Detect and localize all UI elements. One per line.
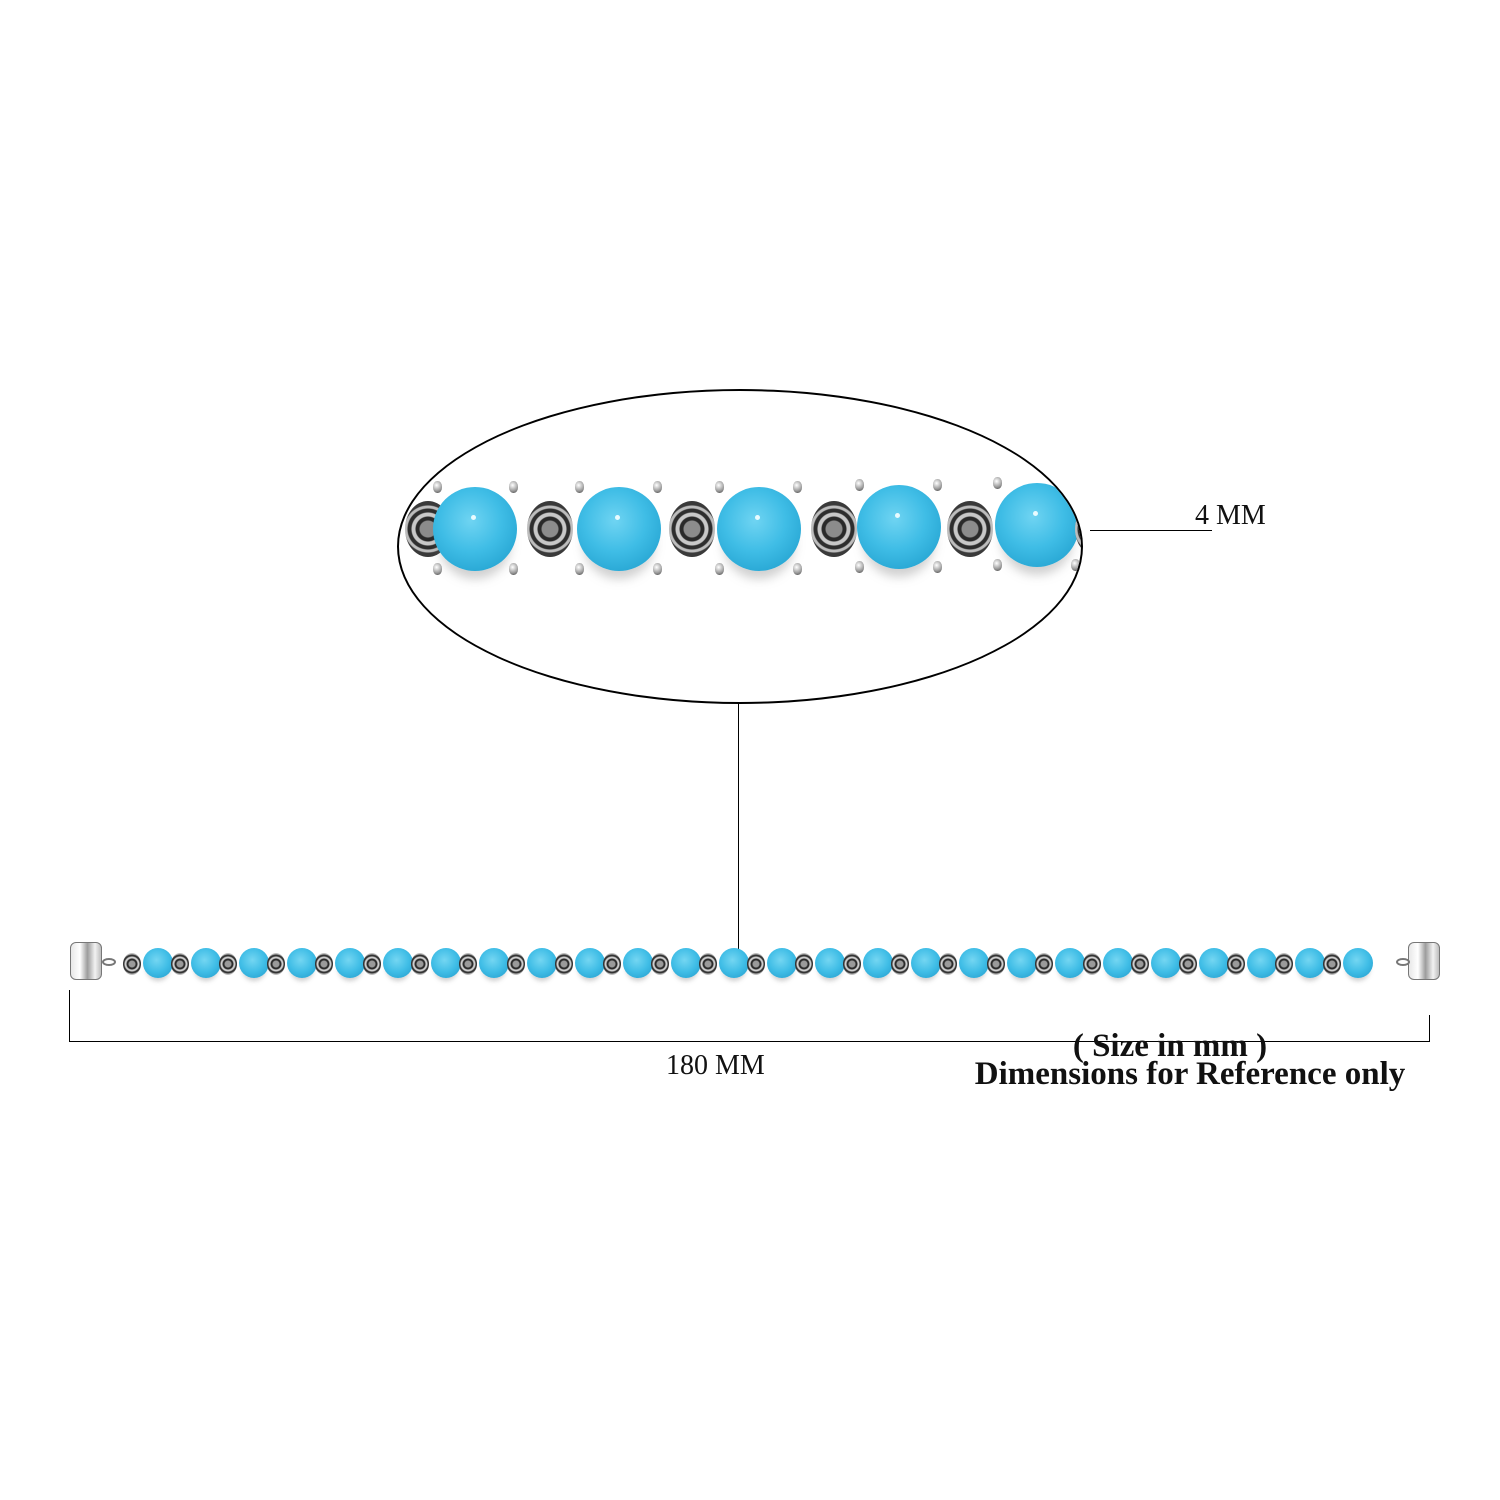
reference-disclaimer: Dimensions for Reference only (974, 1056, 1406, 1092)
zoom-detail-ellipse (397, 389, 1083, 704)
turquoise-stone (575, 948, 605, 978)
marcasite-connector (1323, 953, 1341, 975)
marcasite-connector (171, 953, 189, 975)
magnetic-clasp-right (1408, 942, 1440, 980)
turquoise-stone (857, 485, 941, 569)
turquoise-stone (815, 948, 845, 978)
marcasite-connector (363, 953, 381, 975)
turquoise-stone (527, 948, 557, 978)
turquoise-stone (1295, 948, 1325, 978)
turquoise-stone (1247, 948, 1277, 978)
turquoise-stone (995, 483, 1079, 567)
marcasite-connector (699, 953, 717, 975)
turquoise-stone (577, 487, 661, 571)
turquoise-stone (287, 948, 317, 978)
marcasite-connector (1275, 953, 1293, 975)
marcasite-connector (411, 953, 429, 975)
length-label: 180 MM (666, 1050, 765, 1081)
zoom-connector-line (738, 703, 739, 965)
marcasite-connector (555, 953, 573, 975)
turquoise-stone (1199, 948, 1229, 978)
turquoise-stone (143, 948, 173, 978)
marcasite-connector (527, 501, 573, 557)
turquoise-stone (911, 948, 941, 978)
marcasite-connector (987, 953, 1005, 975)
marcasite-connector (1131, 953, 1149, 975)
turquoise-stone (1103, 948, 1133, 978)
marcasite-connector (459, 953, 477, 975)
turquoise-stone (433, 487, 517, 571)
turquoise-stone (623, 948, 653, 978)
stone-size-leader-line (1090, 530, 1212, 531)
turquoise-stone (767, 948, 797, 978)
marcasite-connector (811, 501, 857, 557)
magnetic-clasp-left (70, 942, 102, 980)
marcasite-connector (507, 953, 525, 975)
turquoise-stone (383, 948, 413, 978)
turquoise-stone (239, 948, 269, 978)
marcasite-connector (1035, 953, 1053, 975)
marcasite-connector (1227, 953, 1245, 975)
marcasite-connector (315, 953, 333, 975)
turquoise-stone (863, 948, 893, 978)
turquoise-stone (479, 948, 509, 978)
turquoise-stone (959, 948, 989, 978)
marcasite-connector (795, 953, 813, 975)
marcasite-connector (1179, 953, 1197, 975)
marcasite-connector (1075, 501, 1081, 557)
marcasite-connector (267, 953, 285, 975)
marcasite-connector (651, 953, 669, 975)
marcasite-connector (947, 501, 993, 557)
marcasite-connector (747, 953, 765, 975)
turquoise-stone (431, 948, 461, 978)
marcasite-connector (843, 953, 861, 975)
turquoise-stone (1055, 948, 1085, 978)
length-tick-left (69, 990, 70, 1042)
turquoise-stone (335, 948, 365, 978)
marcasite-connector (669, 501, 715, 557)
length-dimension-line (69, 1041, 1430, 1042)
zoomed-stone-row (399, 477, 1081, 589)
bracelet (70, 940, 1440, 990)
turquoise-stone (1343, 948, 1373, 978)
marcasite-connector (603, 953, 621, 975)
turquoise-stone (1007, 948, 1037, 978)
marcasite-connector (1083, 953, 1101, 975)
jump-ring (1396, 958, 1410, 966)
marcasite-connector (939, 953, 957, 975)
turquoise-stone (1151, 948, 1181, 978)
marcasite-connector (891, 953, 909, 975)
turquoise-stone (719, 948, 749, 978)
turquoise-stone (717, 487, 801, 571)
turquoise-stone (671, 948, 701, 978)
jump-ring (102, 958, 116, 966)
marcasite-connector (219, 953, 237, 975)
stone-size-label: 4 MM (1195, 500, 1266, 531)
length-tick-right (1429, 1015, 1430, 1042)
size-unit-note: ( Size in mm ) (1072, 1028, 1268, 1064)
turquoise-stone (191, 948, 221, 978)
marcasite-connector (123, 953, 141, 975)
